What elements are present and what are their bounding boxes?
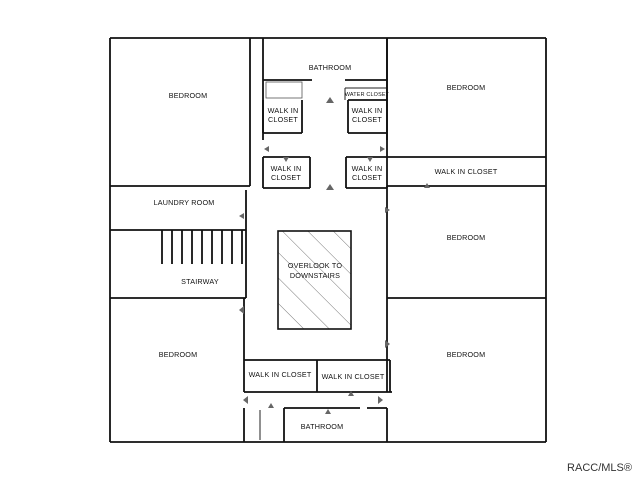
label-bathroom-top: BATHROOM xyxy=(309,63,352,72)
label-laundry: LAUNDRY ROOM xyxy=(154,198,215,207)
bathtub-icon xyxy=(265,81,303,99)
label-wic-1b: CLOSET xyxy=(268,115,298,124)
room-labels: BATHROOM WATER CLOSET BEDROOM BEDROOM WA… xyxy=(154,63,498,431)
label-bedroom-mid-right: BEDROOM xyxy=(447,233,486,242)
label-wic-bottom-left: WALK IN CLOSET xyxy=(249,370,312,379)
label-bedroom-top-right: BEDROOM xyxy=(447,83,486,92)
label-bedroom-bottom-left: BEDROOM xyxy=(159,350,198,359)
stair-treads xyxy=(161,230,243,264)
overlook-area xyxy=(277,230,352,330)
interior-walls xyxy=(110,38,546,442)
label-bedroom-top-left: BEDROOM xyxy=(169,91,208,100)
label-wic-4b: CLOSET xyxy=(352,173,382,182)
label-wic-2a: WALK IN xyxy=(352,106,383,115)
label-wic-right: WALK IN CLOSET xyxy=(435,167,498,176)
label-wic-3b: CLOSET xyxy=(271,173,301,182)
outer-walls xyxy=(109,37,547,443)
label-overlook-1: OVERLOOK TO xyxy=(288,261,342,270)
label-wic-3a: WALK IN xyxy=(271,164,302,173)
label-stairway: STAIRWAY xyxy=(181,277,219,286)
label-wic-4a: WALK IN xyxy=(352,164,383,173)
arrow-markers xyxy=(239,97,430,414)
label-wic-2b: CLOSET xyxy=(352,115,382,124)
label-wic-bottom-right: WALK IN CLOSET xyxy=(322,372,385,381)
label-bedroom-bottom-right: BEDROOM xyxy=(447,350,486,359)
label-water-closet: WATER CLOSET xyxy=(345,92,390,98)
label-bathroom-bottom: BATHROOM xyxy=(301,422,344,431)
watermark: RACC/MLS® xyxy=(567,462,632,474)
label-overlook-2: DOWNSTAIRS xyxy=(290,271,340,280)
label-wic-1a: WALK IN xyxy=(268,106,299,115)
